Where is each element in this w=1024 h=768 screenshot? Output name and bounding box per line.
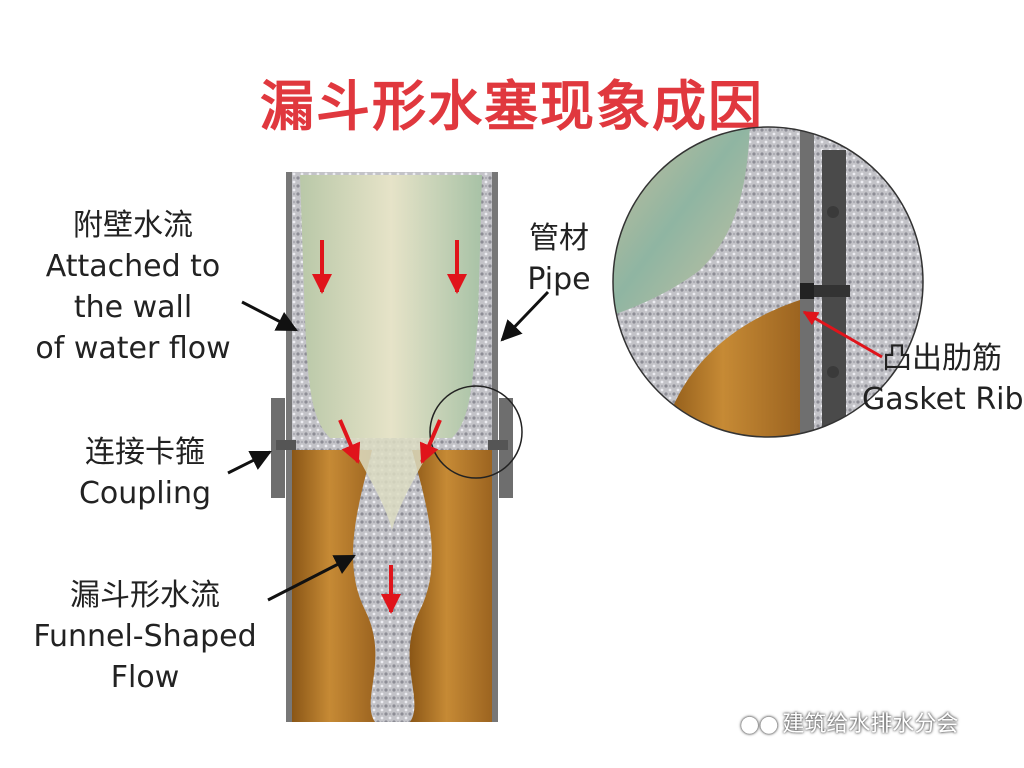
label-pipe: 管材 Pipe bbox=[527, 221, 591, 297]
watermark: ●●建筑给水排水分会 bbox=[740, 712, 959, 737]
funnel-flow bbox=[348, 438, 436, 530]
pointer-attached bbox=[241, 300, 298, 332]
coupling bbox=[271, 398, 513, 498]
flow-arrows bbox=[312, 240, 467, 614]
flow-arrow bbox=[419, 419, 442, 464]
page-title: 漏斗形水塞现象成因 bbox=[260, 75, 764, 138]
label-gasket-rib: 凸出肋筋 Gasket Rib bbox=[862, 341, 1024, 417]
label-funnel-flow: 漏斗形水流 Funnel-Shaped Flow bbox=[33, 578, 257, 695]
main-pipe bbox=[271, 172, 523, 722]
attached-water-column bbox=[300, 175, 482, 438]
wechat-icon: ●● bbox=[740, 712, 779, 737]
label-attached-flow: 附壁水流 Attached to the wall of water flow bbox=[35, 208, 231, 366]
pointer-gasket bbox=[802, 310, 883, 359]
pointer-arrows bbox=[227, 290, 550, 602]
detail-highlight-circle bbox=[429, 385, 523, 479]
label-coupling: 连接卡箍 Coupling bbox=[78, 435, 212, 511]
pointer-funnel bbox=[267, 554, 356, 602]
pointer-pipe bbox=[500, 290, 550, 342]
pointer-coupling bbox=[227, 450, 272, 475]
flow-arrow bbox=[338, 419, 361, 464]
